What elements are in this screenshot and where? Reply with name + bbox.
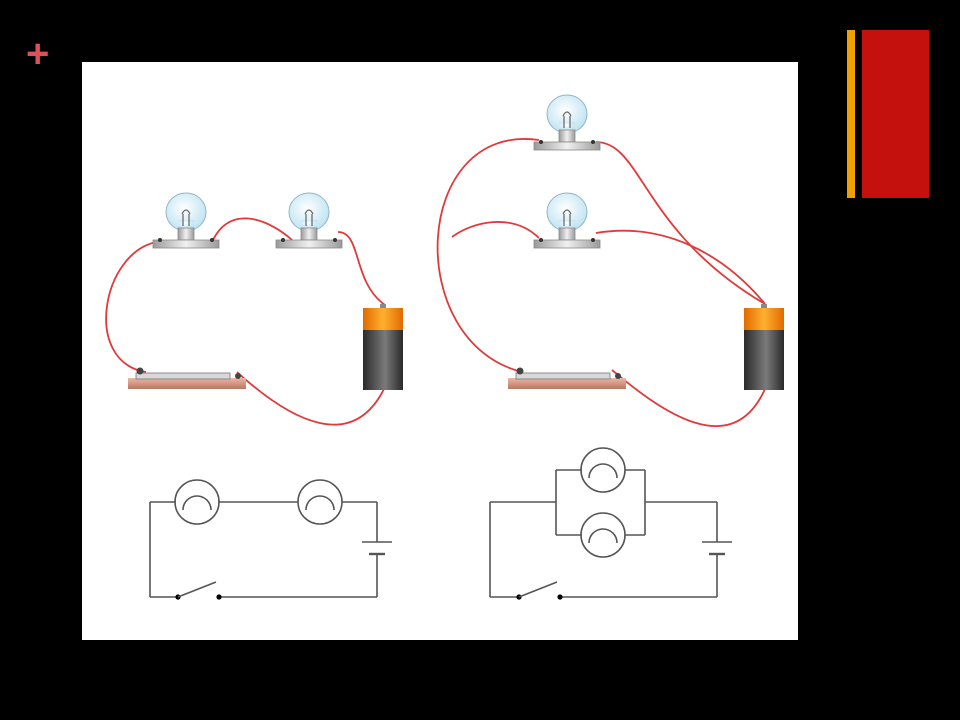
- light-bulb-icon: [533, 94, 601, 151]
- switch-symbol-icon: [175, 581, 222, 600]
- light-bulb-icon: [275, 192, 343, 249]
- switch-symbol-icon: [516, 581, 563, 600]
- circuit-diagram-panel: [82, 62, 798, 640]
- series-circuit-wiring: [105, 217, 386, 426]
- plus-mark: +: [26, 32, 50, 76]
- battery-symbol-icon: [362, 541, 392, 556]
- accent-bar-red: [862, 30, 929, 198]
- parallel-schematic: [489, 469, 718, 598]
- knife-switch-icon: [507, 367, 627, 390]
- battery-icon: [363, 304, 403, 390]
- light-bulb-icon: [152, 192, 220, 249]
- lamp-symbol-icon: [580, 512, 626, 558]
- accent-bar-orange: [847, 30, 855, 198]
- circuit-diagram: [105, 94, 784, 600]
- knife-switch-icon: [127, 367, 247, 390]
- lamp-symbol-icon: [297, 479, 343, 525]
- light-bulb-icon: [533, 192, 601, 249]
- series-schematic: [149, 501, 378, 598]
- battery-symbol-icon: [702, 541, 732, 556]
- lamp-symbol-icon: [580, 447, 626, 493]
- battery-icon: [744, 304, 784, 390]
- lamp-symbol-icon: [174, 479, 220, 525]
- parallel-circuit-wiring: [436, 138, 766, 428]
